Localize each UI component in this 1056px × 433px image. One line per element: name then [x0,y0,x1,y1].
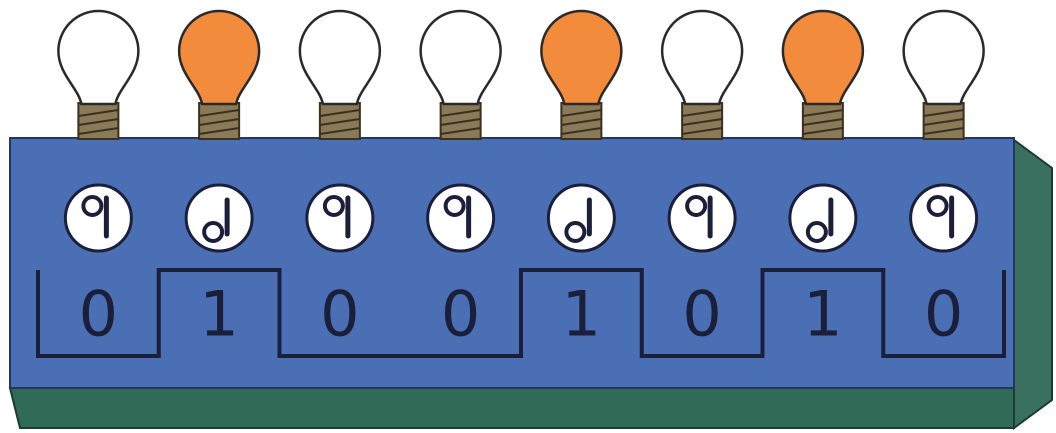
bulb-glass-unlit [298,9,382,106]
switch-dial [426,183,496,253]
bulb-thread [440,127,481,135]
switch-knob-up [322,195,345,217]
panel-bottom [8,387,1015,429]
bit-digit-5: 1 [562,278,601,351]
bulb-thread [802,127,844,135]
bulb-thread [561,127,602,135]
bulb-7 [781,9,865,140]
bulb-thread [923,118,964,126]
switch-4 [426,183,496,253]
switch-1 [63,183,133,253]
bit-digit-2: 1 [199,278,238,351]
bulb-glass-unlit [902,9,985,106]
bulb-row [57,9,985,140]
bulb-thread [78,118,119,126]
bulb-3 [298,9,382,140]
bulb-thread [440,109,481,117]
switch-row [63,183,979,253]
switch-3 [305,183,375,253]
switch-8 [909,183,979,253]
bulb-6 [660,9,744,140]
bulb-thread [681,118,723,126]
switch-knob-up [443,195,466,217]
switch-knob-up [685,195,708,217]
switch-7 [788,183,858,253]
bulb-thread [561,118,602,126]
bulb-thread [78,109,119,117]
bulb-thread [198,118,240,126]
bit-digit-row: 0 1 0 0 1 0 1 0 [79,278,964,351]
bit-digit-1: 0 [79,278,118,351]
switch-knob-down [564,221,587,243]
bulb-thread [319,118,361,126]
switch-knob-up [81,195,104,217]
switch-dial [909,183,979,253]
bulb-glass-unlit [419,9,502,106]
bulb-thread [198,127,240,135]
bulb-glass-unlit [660,9,744,106]
bit-digit-3: 0 [320,278,359,351]
switch-6 [667,183,737,253]
bulb-thread [923,127,964,135]
bulb-1 [57,9,140,140]
bulb-thread [923,109,964,117]
bit-digit-8: 0 [924,278,963,351]
bulb-4 [419,9,502,140]
bulb-glass-lit [177,9,261,106]
bulb-thread [198,109,240,117]
bulb-thread [319,127,361,135]
bulb-5 [540,9,623,140]
switch-2 [184,183,254,253]
bit-digit-7: 1 [803,278,842,351]
bulb-2 [177,9,261,140]
bulb-thread [802,109,844,117]
bulb-glass-lit [781,9,865,106]
bit-digit-4: 0 [441,278,480,351]
panel-side [1013,138,1053,430]
panel-front [9,137,1015,389]
panel [8,137,1053,430]
switch-knob-down [805,221,828,243]
bulb-thread [681,109,723,117]
switch-5 [546,183,616,253]
switch-knob-down [202,221,225,243]
bulb-thread [561,109,602,117]
switch-dial [305,183,375,253]
bit-waveform [36,268,1006,358]
bulb-thread [78,127,119,135]
bulb-thread [802,118,844,126]
bit-digit-6: 0 [682,278,721,351]
switch-dial [63,183,133,253]
bulb-glass-lit [540,9,623,106]
bulb-8 [902,9,985,140]
switch-knob-up [926,195,949,217]
bulb-thread [319,109,361,117]
bulb-thread [681,127,723,135]
bulb-glass-unlit [57,9,140,106]
bulb-thread [440,118,481,126]
switch-dial [667,183,737,253]
